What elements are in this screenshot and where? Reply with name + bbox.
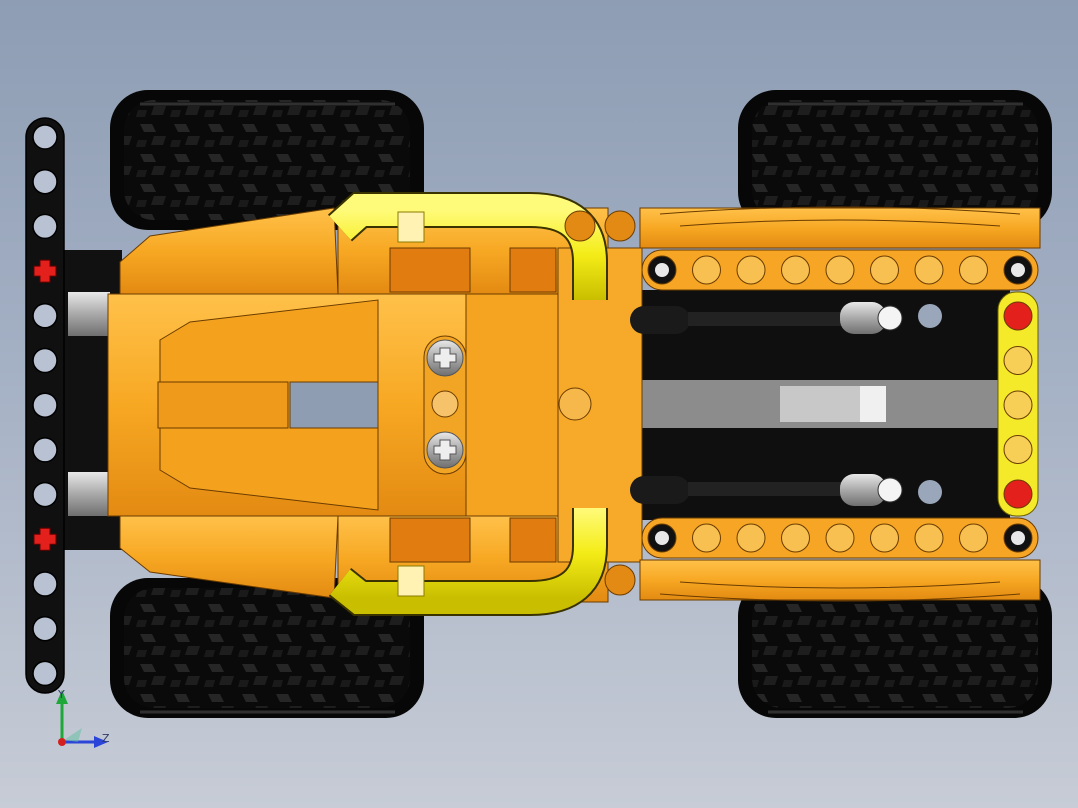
liftarm-pin — [655, 263, 669, 277]
beam-hole — [32, 168, 58, 195]
beam-hole — [32, 615, 58, 642]
beam-hole — [32, 124, 58, 150]
beam-hole — [32, 303, 58, 329]
liftarm-hole — [736, 523, 766, 553]
red-pin-icon — [1003, 301, 1033, 331]
triad-plane — [64, 728, 82, 742]
beam-holes — [32, 124, 58, 687]
coordinate-triad — [56, 690, 108, 748]
liftarm-pin — [1011, 263, 1025, 277]
beam-hole — [32, 481, 58, 508]
bumper-connector-bottom — [68, 472, 110, 516]
beam-hole — [32, 571, 58, 597]
red-axle-cross-icon — [33, 259, 57, 283]
tire-rear-top — [738, 90, 1052, 230]
liftarm-hole — [781, 255, 810, 285]
liftarm-hole — [1003, 346, 1033, 375]
liftarm-hole — [825, 523, 855, 553]
origin-dot-icon — [58, 738, 66, 746]
beam-hole — [32, 437, 58, 463]
liftarm-hole — [870, 523, 899, 553]
rear-fender-top — [564, 206, 1041, 249]
y-axis-label: Y — [58, 688, 65, 701]
rear-fender-bottom — [604, 559, 1041, 602]
red-axle-cross-icon — [33, 527, 57, 551]
bumper-connector-top — [68, 292, 110, 336]
liftarm-pin — [655, 531, 669, 545]
piston-top — [630, 302, 942, 334]
beam-hole — [32, 347, 58, 374]
liftarm-hole — [692, 523, 721, 553]
red-pin-icon — [1003, 479, 1033, 509]
liftarm-hole — [914, 523, 944, 553]
y-arrow-head-icon — [56, 690, 68, 704]
liftarm-hole — [825, 255, 855, 285]
beam-hole — [32, 660, 58, 687]
liftarm-hole — [914, 255, 944, 285]
center-liftarm — [423, 335, 592, 475]
liftarm-pin — [1011, 531, 1025, 545]
liftarm-hole — [1003, 435, 1033, 464]
plus-icon — [33, 259, 57, 551]
tire-front-bottom — [110, 578, 424, 718]
liftarm-hole — [959, 255, 988, 285]
tire-rear-bottom — [738, 578, 1052, 718]
liftarm-hole — [692, 255, 721, 285]
liftarm-hole — [959, 523, 988, 553]
liftarm-hole — [736, 255, 766, 285]
rear-liftarms — [641, 249, 1039, 559]
beam-hole — [32, 213, 58, 240]
beam-hole — [32, 392, 58, 418]
z-arrow-head-icon — [94, 736, 108, 748]
piston-bottom — [630, 474, 942, 506]
liftarm-hole — [781, 523, 810, 553]
liftarm-hole — [870, 255, 899, 285]
tire-front-top — [110, 90, 424, 230]
yellow-pipe-bottom — [328, 508, 608, 616]
z-axis-label: Z — [102, 732, 110, 745]
liftarm-hole — [1003, 390, 1033, 420]
